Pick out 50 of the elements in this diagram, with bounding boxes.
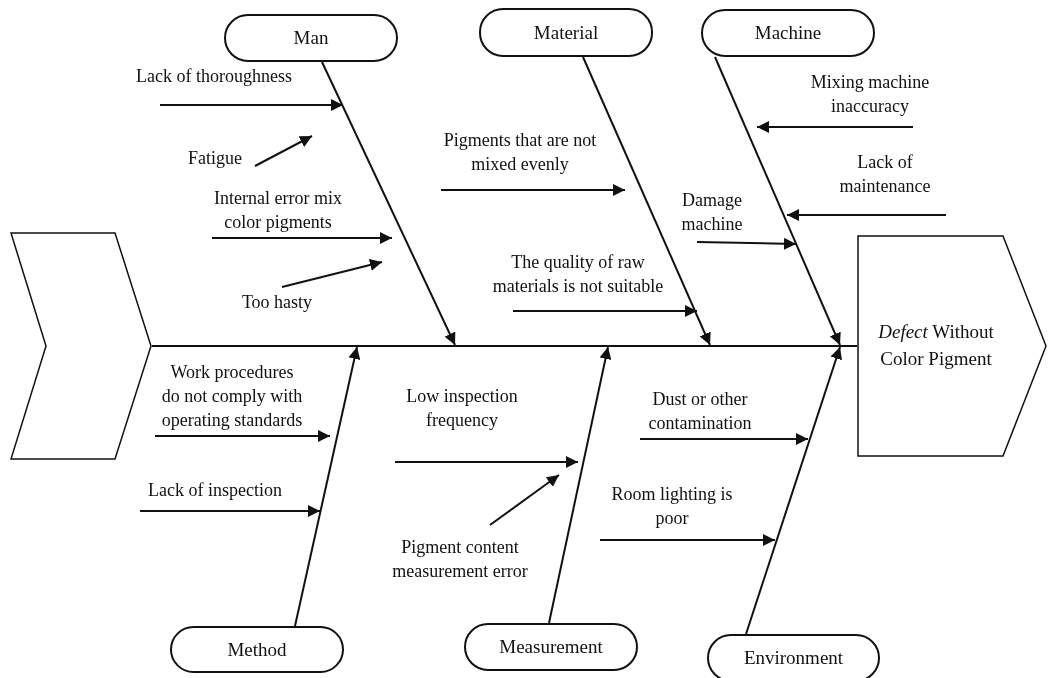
cause-text: Internal error mix color pigments xyxy=(213,187,343,234)
cause-arrow xyxy=(254,135,313,167)
category-label: Measurement xyxy=(499,636,603,658)
cause-arrow xyxy=(211,232,393,244)
bone-arrow xyxy=(548,346,612,624)
cause-arrow xyxy=(756,121,914,133)
cause-text: Pigments that are not mixed evenly xyxy=(442,129,598,176)
cause-arrow xyxy=(639,433,809,445)
cause-arrow xyxy=(440,184,626,196)
cause-arrow xyxy=(786,209,947,221)
category-pill xyxy=(464,623,638,671)
category-label: Environment xyxy=(743,647,844,669)
cause-text: The quality of raw materials is not suitable xyxy=(491,251,665,298)
cause-text: Lack of maintenance xyxy=(838,151,932,198)
cause-arrow xyxy=(489,474,560,526)
cause-arrow xyxy=(159,99,344,111)
cause-text: Work procedures do not comply with operating standards xyxy=(160,361,304,432)
bone-arrow xyxy=(294,346,361,627)
cause-arrow xyxy=(139,505,321,517)
bone-arrow xyxy=(321,61,456,346)
cause-arrow xyxy=(154,430,331,442)
cause-text: Damage machine xyxy=(680,189,744,236)
cause-arrow xyxy=(696,237,797,250)
category-pill xyxy=(479,8,653,57)
category-pill xyxy=(707,634,880,678)
category-label: Man xyxy=(293,27,329,49)
category-label: Material xyxy=(533,21,599,44)
cause-text: Room lighting is poor xyxy=(611,483,733,530)
bone-arrow xyxy=(582,56,711,346)
spine-line xyxy=(152,345,857,347)
effect-label: Defect Without Color Pigment xyxy=(877,320,995,371)
cause-arrow xyxy=(394,456,579,468)
cause-arrow xyxy=(512,305,698,317)
cause-text: Pigment content measurement error xyxy=(391,536,529,583)
category-pill xyxy=(170,626,344,673)
cause-text: Too hasty xyxy=(240,291,314,314)
cause-text: Low inspection frequency xyxy=(405,385,519,432)
cause-arrow xyxy=(599,534,776,546)
category-label: Method xyxy=(227,638,287,661)
cause-text: Lack of thoroughness xyxy=(135,65,293,88)
category-pill xyxy=(701,9,875,57)
cause-text: Dust or other contamination xyxy=(647,388,753,435)
bone-arrow xyxy=(714,56,841,346)
bone-arrow xyxy=(745,346,842,635)
cause-text: Mixing machine inaccuracy xyxy=(809,71,931,118)
category-pill xyxy=(224,14,398,62)
cause-arrow xyxy=(281,259,383,288)
cause-text: Fatigue xyxy=(187,147,243,170)
cause-text: Lack of inspection xyxy=(147,479,283,502)
category-label: Machine xyxy=(754,22,822,44)
